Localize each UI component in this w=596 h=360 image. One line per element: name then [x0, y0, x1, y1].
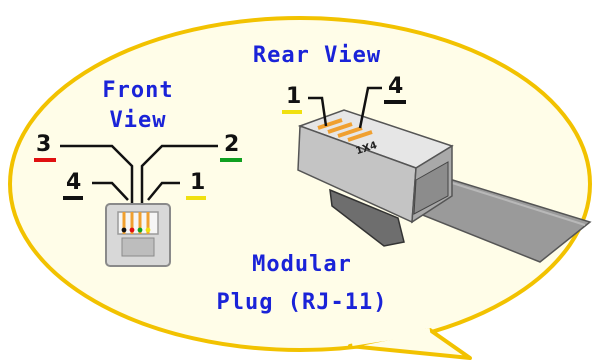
front-pin-1-underline: [186, 196, 206, 200]
rear-pin-4-underline: [384, 100, 406, 104]
plug-title-line1: Modular: [252, 252, 352, 277]
front-pin-2-underline: [220, 158, 242, 162]
plug-title: Modular Plug (RJ-11): [202, 246, 402, 322]
rear-pin-1-label: 1: [286, 84, 302, 109]
rear-view-title: Rear View: [252, 43, 382, 68]
front-pin-2-label: 2: [224, 132, 240, 157]
front-pin-4-label: 4: [66, 170, 82, 195]
front-pin-4-underline: [63, 196, 83, 200]
plug-title-line2: Plug (RJ-11): [216, 290, 388, 315]
rear-plug-icon: 1X4: [297, 86, 592, 263]
front-jack-icon: [60, 144, 218, 267]
front-pin-3-underline: [34, 158, 56, 162]
rear-pin-4-label: 4: [388, 74, 404, 99]
rear-pin-1-underline: [282, 110, 302, 114]
front-view-title: Front View: [86, 76, 190, 136]
front-pin-3-label: 3: [36, 132, 52, 157]
front-view-title-line2: View: [109, 108, 167, 133]
front-view-title-line1: Front: [102, 78, 174, 103]
front-pin-1-label: 1: [190, 170, 206, 195]
